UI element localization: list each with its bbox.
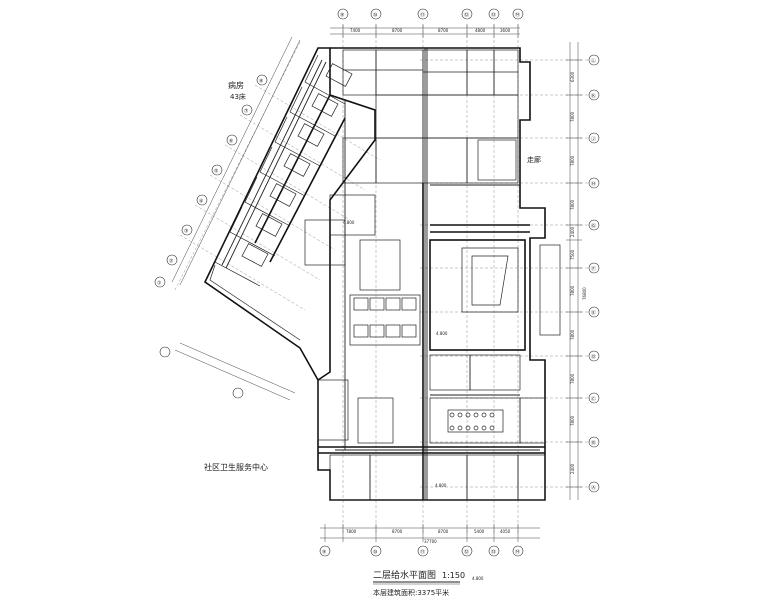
bottom-axis-1: ⑨ [322,550,326,556]
bottom-axis-2: ⑩ [373,550,378,556]
left-axis-6: ③ [184,229,188,235]
right-dimension: 6300 7800 7800 7800 2400 7500 7800 7800 … [566,42,600,500]
right-dim-5: 2400 [570,226,575,237]
left-wing-axes: ⑧ ⑦ ⑥ ⑤ ④ ③ ② ① [154,36,301,401]
left-axis-1: ⑧ [259,79,264,85]
right-axis-6: Ⓕ [591,266,596,273]
right-dim-7: 7800 [570,285,575,296]
bottom-dim-5: 4050 [500,529,511,534]
top-dim-2: 8700 [392,28,403,33]
ward-beds-label: 43床 [230,92,246,101]
title-suffix: 4.800 [472,576,484,581]
left-axis-3: ⑥ [229,139,234,145]
main-block-rooms [304,48,561,501]
ward-label: 病房 [228,80,244,90]
drawing-title: 二层给水平面图 [373,569,436,581]
plan-labels: 病房 43床 社区卫生服务中心 走廊 4.800 4.800 4.800 [204,80,541,488]
axis-grid [174,25,600,535]
ward-rooms [209,54,353,341]
right-axis-2: Ⓚ [591,93,596,100]
right-axis-4: Ⓗ [591,181,596,188]
right-axis-7: Ⓔ [591,310,596,317]
bottom-dim-3: 8700 [438,529,449,534]
right-axis-5: Ⓖ [591,223,596,230]
left-axis-8: ① [157,281,162,287]
right-axis-10: Ⓑ [591,440,596,447]
bottom-axis-4: ⑫ [464,549,469,556]
right-axis-8: Ⓓ [591,354,596,361]
right-dim-total: 76800 [582,287,587,300]
left-axis-4: ⑤ [214,169,218,175]
right-dim-6: 7500 [570,249,575,260]
community-center-label: 社区卫生服务中心 [204,462,268,472]
right-dim-8: 7800 [570,329,575,340]
right-dim-1: 6300 [570,71,575,82]
area-note: 本层建筑面积:3375平米 [373,588,449,597]
bottom-axis-6: ⑭ [515,549,520,556]
top-dim-3: 8700 [438,28,449,33]
right-axis-11: Ⓐ [591,485,596,492]
top-axis-5: ⑬ [491,12,496,19]
right-dim-11: 2400 [570,463,575,474]
right-dim-4: 7800 [570,199,575,210]
bottom-dim-2: 8700 [392,529,403,534]
right-dim-10: 7800 [570,415,575,426]
title-block: 二层给水平面图 1:150 4.800 本层建筑面积:3375平米 [373,569,484,597]
elevation-3: 4.800 [343,220,355,225]
right-dim-3: 7800 [570,155,575,166]
left-axis-7: ② [169,259,174,265]
top-axis-2: ⑩ [373,13,378,19]
left-axis-2: ⑦ [244,109,249,115]
elevation-2: 4.800 [435,483,447,488]
top-axis-3: ⑪ [420,12,425,19]
bottom-dimension: 7800 8700 8700 5400 4050 37700 ⑨ ⑩ ⑪ ⑫ ⑬… [319,524,540,557]
bottom-dim-4: 5400 [474,529,485,534]
elevation-1: 4.800 [436,331,448,336]
right-axis-9: Ⓒ [591,396,596,403]
top-dimension: 7400 8700 8700 4800 3600 ⑨ ⑩ ⑪ ⑫ ⑬ ⑭ [330,8,524,38]
right-axis-1: Ⓛ [591,58,596,65]
top-axis-4: ⑫ [464,12,469,19]
top-dim-1: 7400 [350,28,361,33]
corridor-label: 走廊 [527,155,541,164]
bottom-axis-3: ⑪ [420,549,425,556]
top-axis-1: ⑨ [340,13,344,19]
bottom-dim-1: 7800 [346,529,357,534]
left-axis-5: ④ [199,199,204,205]
right-dim-9: 7800 [570,373,575,384]
drawing-scale: 1:150 [442,571,465,580]
top-axis-6: ⑭ [515,12,520,19]
right-axis-3: Ⓙ [591,136,596,143]
bottom-axis-5: ⑬ [491,549,496,556]
bottom-dim-total: 37700 [424,539,437,544]
top-dim-5: 3600 [500,28,511,33]
right-dim-2: 7800 [570,111,575,122]
top-dim-4: 4800 [475,28,486,33]
